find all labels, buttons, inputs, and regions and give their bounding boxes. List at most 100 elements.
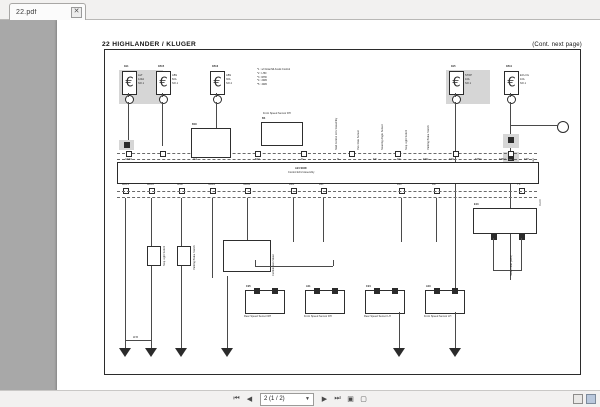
zoom-icon[interactable]: ▢: [360, 396, 367, 403]
wire-vertical: [128, 102, 130, 146]
sensor-pin: [314, 288, 321, 295]
fuse-id-label: 1B15: [158, 65, 165, 68]
ground-symbol: [175, 348, 188, 358]
ecu-pin-label: R+: [301, 157, 305, 161]
fuse-symbol-abs2: €: [210, 71, 225, 95]
diagram-sheet: *1 : w/ Downhill Assist Control *2 : LHD…: [105, 50, 580, 374]
first-page-icon[interactable]: ⏮: [233, 395, 240, 402]
wire-vertical: [455, 102, 457, 332]
ecu-pin-label: TS: [517, 183, 521, 186]
wire-vertical: [162, 102, 164, 146]
legend-item: *3 : RHD: [257, 75, 267, 79]
legend-item: *2 : LHD: [257, 71, 267, 75]
component-label: DLC3: [539, 199, 542, 206]
pdf-page: 22 HIGHLANDER / KLUGER (Cont. next page)…: [57, 20, 600, 391]
component-label: Front Speed Sensor LH: [424, 315, 452, 318]
sensor-box-steering: [261, 122, 303, 146]
previous-page-icon[interactable]: ◀: [246, 396, 253, 403]
sensor-pin: [254, 288, 261, 295]
ecu-pin: [453, 150, 460, 157]
speed-sensor-box: [425, 290, 465, 314]
tab-bar: 22.pdf ✕: [0, 0, 600, 20]
ecu-pin-label: R-: [337, 157, 340, 161]
page-number-input[interactable]: 2 (1 / 2) ▼: [260, 392, 314, 406]
close-icon[interactable]: ✕: [71, 7, 82, 18]
junction-ring: [159, 95, 168, 104]
component-label: Rear Speed Sensor LH: [364, 315, 391, 318]
fuse-spec-label: 60A: [172, 78, 177, 81]
wire-vertical: [125, 198, 126, 348]
ecu-label: Control ECU Assembly: [288, 171, 315, 174]
fuse-spec-label: ABS: [226, 74, 232, 77]
single-page-view-icon[interactable]: [573, 394, 583, 404]
fuse-spec-label: ECU-IG: [520, 74, 530, 77]
last-page-icon[interactable]: ⏭: [334, 395, 341, 402]
wire-vertical: [323, 198, 324, 242]
ecu-pin-label: RL+: [397, 183, 402, 186]
component-id: A10: [426, 285, 431, 288]
connector-pin: [491, 234, 498, 241]
fuse-symbol-alt: €: [122, 71, 137, 95]
ecu-label: A24 SKID: [295, 167, 307, 170]
fuse-spec-label: NO.1: [465, 82, 472, 85]
next-page-icon[interactable]: ▶: [321, 396, 328, 403]
ecu-pin: [160, 150, 167, 157]
component-id: A11: [306, 285, 311, 288]
page-number-value: 2 (1 / 2): [264, 396, 285, 402]
junction-ring: [507, 95, 516, 104]
junction-ring: [125, 95, 134, 104]
wire-vertical: [401, 198, 402, 242]
ground-symbol: [449, 348, 462, 358]
wire-annotation: Steering Angle Sensor: [381, 124, 384, 150]
diagram-legend: *1 : w/ Downhill Assist Control *2 : LHD…: [257, 68, 290, 87]
wire-vertical: [212, 198, 213, 278]
fit-page-icon[interactable]: ▣: [347, 396, 354, 403]
dual-page-view-icon[interactable]: [586, 394, 596, 404]
ecu-pin-label: SGD1: [208, 183, 216, 186]
ecu-pin: [301, 150, 308, 157]
ecu-pin-label: GND: [177, 183, 183, 186]
wire-vertical: [181, 198, 182, 278]
dlc3-connector: [473, 208, 537, 234]
sensor-pin: [392, 288, 399, 295]
component-id: B4: [262, 117, 266, 120]
fuse-spec-label: 10A: [520, 78, 525, 81]
fuse-spec-label: ALT: [138, 74, 143, 77]
ground-symbol: [119, 348, 132, 358]
ecu-pin-label: FSN+: [423, 157, 430, 161]
fuse-spec-label: NO.1: [172, 82, 179, 85]
fuse-spec-label: 30A: [226, 78, 231, 81]
skid-control-ecu: [117, 162, 539, 184]
chevron-down-icon[interactable]: ▼: [305, 396, 310, 402]
wire-annotation: Stop Light Switch: [405, 129, 408, 150]
document-header: 22 HIGHLANDER / KLUGER (Cont. next page): [102, 38, 582, 48]
page-title: 22 HIGHLANDER / KLUGER: [102, 41, 197, 48]
wiring-diagram: *1 : w/ Downhill Assist Control *2 : LHD…: [104, 49, 581, 375]
ecu-pin: [126, 150, 133, 157]
legend-item: *4 : 2WD: [257, 79, 268, 83]
ecu-pin-label: SPD1: [475, 157, 482, 161]
ecu-pin-label: SGN+: [243, 183, 251, 186]
sensor-pin: [452, 288, 459, 295]
ecu-pin-label: STP: [524, 157, 530, 161]
junction-ring: [452, 95, 461, 104]
ground-symbol: [221, 348, 234, 358]
legend-item: *5 : 4WD: [257, 83, 268, 86]
switch-parking-brake: [177, 246, 191, 266]
sensor-pin: [374, 288, 381, 295]
document-viewport[interactable]: 22 HIGHLANDER / KLUGER (Cont. next page)…: [0, 20, 600, 391]
connector-pin: [508, 137, 515, 144]
fuse-id-label: 1B13: [212, 65, 219, 68]
fuse-spec-label: NO.1: [138, 82, 145, 85]
fuse-id-label: 1B11: [506, 65, 513, 68]
component-label: Front Speed Sensor RH: [304, 315, 332, 318]
component-label: Stop Light Switch: [163, 245, 166, 266]
ecu-pin-label: BAT: [255, 157, 260, 161]
tab-22-pdf[interactable]: 22.pdf ✕: [9, 3, 86, 20]
ecu-pin-label: RR+: [289, 183, 295, 186]
fuse-spec-label: NO.1: [520, 82, 527, 85]
component-label: Rear Speed Sensor RH: [244, 315, 272, 318]
wire-annotation: Skid Control ECU Assembly: [335, 117, 338, 150]
wire-color-label: W-B: [133, 336, 138, 339]
